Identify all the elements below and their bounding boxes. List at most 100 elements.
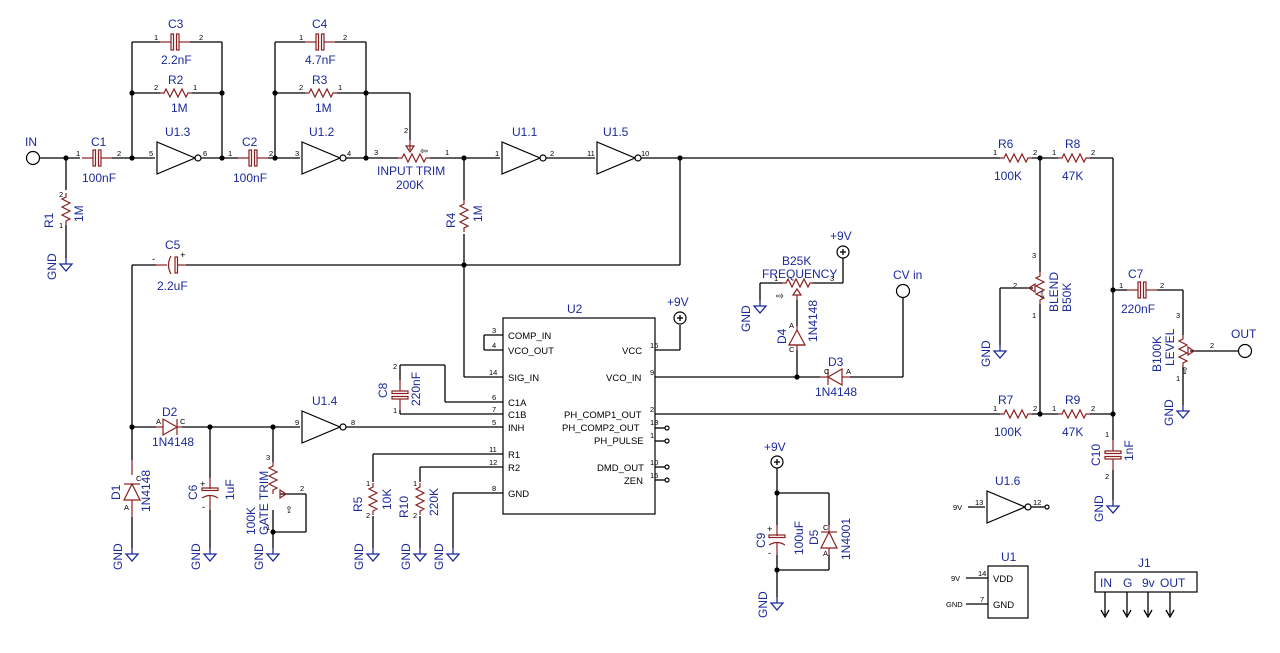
svg-text:D3: D3: [828, 355, 844, 369]
svg-text:GND: GND: [993, 600, 1014, 611]
svg-text:220K: 220K: [427, 488, 441, 516]
svg-text:U1.6: U1.6: [995, 474, 1021, 488]
svg-text:1M: 1M: [171, 101, 188, 115]
port-cv-in[interactable]: CV in: [893, 268, 922, 299]
svg-text:C1B: C1B: [508, 410, 526, 421]
svg-text:7: 7: [492, 405, 496, 414]
ic-u1-power[interactable]: U1 VDD GND 14 7 9V GND: [946, 550, 1029, 619]
svg-text:A: A: [846, 367, 851, 376]
svg-text:GND: GND: [45, 253, 59, 280]
svg-text:2: 2: [413, 511, 417, 520]
svg-text:9V: 9V: [951, 574, 960, 583]
svg-text:1N4148: 1N4148: [806, 300, 820, 342]
svg-text:D5: D5: [807, 529, 821, 545]
svg-text:SIG_IN: SIG_IN: [508, 373, 539, 384]
capacitor-c5[interactable]: +- C52.2uF: [152, 238, 188, 293]
svg-text:9v: 9v: [1142, 576, 1155, 590]
svg-text:FREQUENCY: FREQUENCY: [762, 267, 837, 281]
svg-text:1: 1: [228, 149, 232, 158]
svg-text:G: G: [1123, 576, 1132, 590]
svg-text:⇧: ⇧: [285, 505, 293, 516]
port-out[interactable]: OUT: [1231, 327, 1257, 359]
svg-text:1: 1: [993, 404, 997, 413]
svg-text:C: C: [823, 523, 829, 532]
svg-text:C1A: C1A: [508, 398, 527, 409]
svg-text:5: 5: [492, 418, 496, 427]
svg-text:2: 2: [650, 405, 654, 414]
svg-text:2: 2: [1105, 472, 1109, 481]
port-in[interactable]: IN: [25, 135, 41, 166]
svg-text:47K: 47K: [1062, 169, 1083, 183]
svg-text:8: 8: [351, 418, 355, 427]
svg-text:4: 4: [492, 341, 496, 350]
svg-text:C10: C10: [1089, 444, 1103, 466]
svg-text:INH: INH: [508, 423, 525, 434]
svg-text:GND: GND: [1162, 399, 1176, 426]
svg-text:GND: GND: [111, 543, 125, 570]
svg-text:GND: GND: [252, 543, 266, 570]
svg-text:C6: C6: [186, 484, 200, 500]
svg-text:PH_COMP2_OUT: PH_COMP2_OUT: [562, 423, 640, 434]
connector-j1[interactable]: J1 IN G 9v OUT: [1094, 556, 1198, 619]
svg-text:R6: R6: [998, 137, 1014, 151]
svg-text:⇨: ⇨: [776, 291, 784, 302]
port-out-label: OUT: [1231, 327, 1257, 341]
svg-text:+: +: [180, 250, 186, 261]
svg-text:14: 14: [978, 569, 986, 578]
svg-text:2: 2: [393, 362, 397, 371]
svg-text:10: 10: [650, 458, 658, 467]
svg-text:100nF: 100nF: [82, 171, 116, 185]
svg-text:1: 1: [266, 523, 270, 532]
svg-text:D4: D4: [775, 328, 789, 344]
svg-text:2: 2: [1091, 148, 1095, 157]
svg-text:4.7nF: 4.7nF: [305, 53, 336, 67]
svg-text:2: 2: [154, 83, 158, 92]
svg-text:2: 2: [550, 149, 554, 158]
svg-text:GND: GND: [508, 489, 529, 500]
svg-text:100K: 100K: [994, 425, 1022, 439]
svg-text:VCC: VCC: [622, 346, 642, 357]
svg-text:COMP_IN: COMP_IN: [508, 331, 551, 342]
svg-text:GND: GND: [739, 305, 753, 332]
svg-text:U1.4: U1.4: [312, 394, 338, 408]
svg-text:U1: U1: [1001, 550, 1017, 564]
svg-text:R9: R9: [1065, 393, 1081, 407]
svg-text:13: 13: [650, 418, 658, 427]
